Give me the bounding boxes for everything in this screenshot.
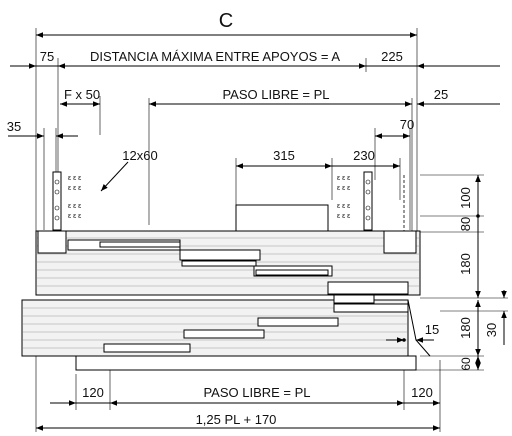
- svg-text:ε ε ε: ε ε ε: [68, 185, 81, 192]
- lower-assembly: [21, 294, 431, 371]
- dimension-row-distancia: 75 DISTANCIA MÁXIMA ENTRE APOYOS = A 225: [10, 49, 500, 235]
- upper-steps: [67, 239, 409, 295]
- dimension-row-35-70: 35 70: [7, 117, 414, 230]
- label-230: 230: [353, 148, 375, 163]
- svg-text:ε ε ε: ε ε ε: [68, 203, 81, 210]
- label-paso-libre-bottom: PASO LIBRE = PL: [203, 385, 310, 400]
- label-15: 15: [425, 322, 439, 337]
- label-70: 70: [400, 117, 414, 132]
- lower-steps: [103, 303, 409, 353]
- label-12x60: 12x60: [122, 148, 157, 163]
- dimension-c: C: [35, 10, 418, 235]
- label-120-left: 120: [82, 385, 104, 400]
- label-225: 225: [381, 49, 403, 64]
- svg-text:ε ε ε: ε ε ε: [68, 213, 81, 220]
- top-panel-block: [235, 204, 329, 232]
- label-total: 1,25 PL + 170: [196, 412, 277, 427]
- label-distancia-maxima: DISTANCIA MÁXIMA ENTRE APOYOS = A: [90, 49, 340, 64]
- svg-text:ε ε ε: ε ε ε: [337, 175, 350, 182]
- label-100: 100: [458, 187, 473, 209]
- slot-callout: 12x60: [100, 148, 158, 192]
- dimension-row-315-230: 315 230: [235, 148, 401, 205]
- label-60: 60: [459, 357, 473, 371]
- bolt-holes-right: ε ε ε ε ε ε ε ε ε ε ε ε: [337, 175, 350, 220]
- upper-assembly: ε ε ε ε ε ε ε ε ε ε ε ε ε ε ε ε ε ε ε ε …: [35, 171, 421, 296]
- bolt-holes-left: ε ε ε ε ε ε ε ε ε ε ε ε: [68, 175, 81, 220]
- svg-text:ε ε ε: ε ε ε: [337, 213, 350, 220]
- bracket-right: [363, 171, 373, 231]
- label-paso-libre-top: PASO LIBRE = PL: [222, 87, 329, 102]
- label-30: 30: [484, 323, 499, 337]
- bracket-left: [52, 171, 62, 231]
- label-315: 315: [273, 148, 295, 163]
- dimension-row-paso-libre-top: F x 50 PASO LIBRE = PL 25: [60, 87, 500, 235]
- bottom-dimensions: 120 PASO LIBRE = PL 120 1,25 PL + 170: [35, 356, 441, 432]
- label-c: C: [219, 10, 233, 32]
- svg-text:ε ε ε: ε ε ε: [337, 203, 350, 210]
- label-25: 25: [434, 87, 448, 102]
- svg-text:ε ε ε: ε ε ε: [68, 175, 81, 182]
- right-dimensions: 100 80 180 180 30 60 15: [386, 174, 508, 371]
- svg-text:ε ε ε: ε ε ε: [337, 185, 350, 192]
- label-180-a: 180: [458, 253, 473, 275]
- label-180-b: 180: [458, 317, 473, 339]
- floor-plate: [75, 355, 417, 371]
- label-f-x-50: F x 50: [64, 87, 100, 102]
- label-120-right: 120: [411, 385, 433, 400]
- rail-clip: [333, 294, 375, 304]
- label-75: 75: [40, 49, 54, 64]
- end-cap-right: [383, 230, 417, 254]
- end-cap-left: [37, 230, 67, 254]
- label-80: 80: [458, 217, 473, 231]
- label-35: 35: [7, 119, 21, 134]
